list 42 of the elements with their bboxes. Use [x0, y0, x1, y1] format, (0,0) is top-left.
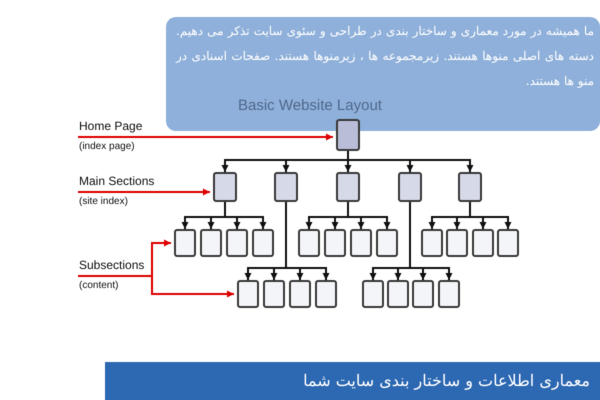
page-box [438, 280, 460, 308]
note-panel [166, 17, 600, 131]
page-box [315, 280, 337, 308]
page-box [336, 172, 360, 202]
arrow [78, 188, 210, 196]
note-text: ما همیشه در مورد معماری و ساختار بندی در طراحی و سئوی سایت تذکر می دهیم. دسته های اصلی منوها هستند. زیرمجموعه ها ، زیرمنوها هستند. صفحات اسنادی در منو ها هستند. [174, 23, 595, 90]
label-note: (content) [78, 280, 118, 292]
page-box [274, 172, 298, 202]
page-box [472, 229, 494, 257]
arrow [78, 275, 234, 298]
label-note: (index page) [78, 141, 135, 153]
page-box [376, 229, 398, 257]
page-box [324, 229, 346, 257]
page-box [412, 280, 434, 308]
arrow [224, 202, 266, 229]
banner-text: معماری اطلاعات و ساختار بندی سایت شما [303, 370, 590, 392]
page-box [213, 172, 237, 202]
page-box [263, 280, 285, 308]
page-box [398, 172, 422, 202]
page-box [336, 119, 360, 151]
arrow [347, 151, 474, 172]
arrow [78, 134, 333, 140]
page-box [350, 229, 372, 257]
page-box [237, 280, 259, 308]
page-box [226, 229, 248, 257]
page-box [200, 229, 222, 257]
label-text: Main Sections [78, 174, 154, 188]
page-box [362, 280, 384, 308]
page-box [387, 280, 409, 308]
label-text: Subsections [78, 258, 144, 272]
page-box [421, 229, 443, 257]
label-text: Home Page [78, 119, 142, 133]
page-box [298, 229, 320, 257]
diagram-title: Basic Website Layout [238, 97, 382, 115]
page-box [174, 229, 196, 257]
page-box [446, 229, 468, 257]
page-box [458, 172, 482, 202]
label-note: (site index) [78, 196, 128, 208]
page-box [252, 229, 274, 257]
arrow [469, 202, 512, 229]
page-box [289, 280, 311, 308]
page-box [497, 229, 519, 257]
